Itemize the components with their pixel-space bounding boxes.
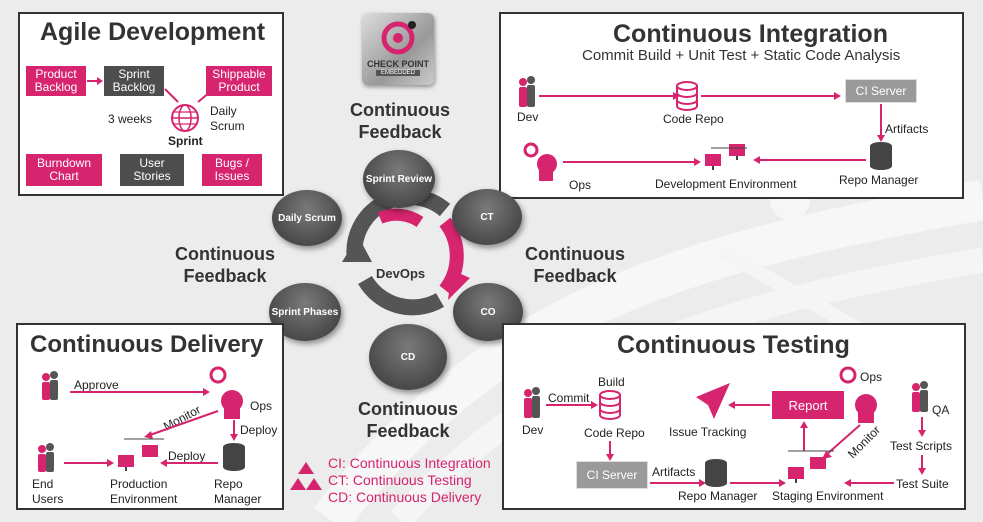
feedback-left: Continuous Feedback xyxy=(165,243,285,287)
ci-dev-people-icon xyxy=(519,76,535,107)
ci-server-box: CI Server xyxy=(845,79,917,103)
sprint-label: Sprint xyxy=(168,134,203,148)
oval-sprint-review: Sprint Review xyxy=(363,150,435,208)
agile-title: Agile Development xyxy=(40,18,266,46)
feedback-top-line1: Continuous xyxy=(350,100,450,120)
oval-cd: CD xyxy=(369,324,447,390)
ci-title: Continuous Integration xyxy=(613,20,888,48)
agile-development-panel: Agile Development Product Backlog Sprint… xyxy=(18,12,284,196)
legend-cd: CD: Continuous Delivery xyxy=(328,489,482,505)
recycle-icon xyxy=(290,462,322,490)
cd-deploy2-label: Deploy xyxy=(168,449,206,463)
ct-qa-label: QA xyxy=(932,403,950,417)
feedback-right: Continuous Feedback xyxy=(515,243,635,287)
checkpoint-logo-icon xyxy=(381,21,416,55)
ct-qa-people-icon xyxy=(912,381,928,412)
ct-code-repo-db-icon xyxy=(599,390,621,420)
legend-ci: CI: Continuous Integration xyxy=(328,455,491,471)
ci-dev-label: Dev xyxy=(517,110,539,124)
weeks-label: 3 weeks xyxy=(108,112,153,126)
ct-artifacts-label: Artifacts xyxy=(652,465,696,479)
cd-title: Continuous Delivery xyxy=(30,331,264,358)
cd-repo-manager-db-icon xyxy=(223,443,245,471)
cd-approve-label: Approve xyxy=(74,378,119,392)
daily-scrum-label: Daily Scrum xyxy=(210,104,245,133)
shippable-product-box: Shippable Product xyxy=(206,66,272,96)
user-stories-box: User Stories xyxy=(120,154,184,186)
oval-ct: CT xyxy=(452,189,522,245)
devops-label: DevOps xyxy=(376,266,426,281)
cd-prod-env-label: Production Environment xyxy=(110,477,178,506)
cd-approver-people-icon xyxy=(42,371,58,400)
agile-arrows xyxy=(87,77,213,103)
ct-commit-label: Commit xyxy=(548,391,590,405)
ct-report-box: Report xyxy=(772,391,844,419)
ct-issue-tracking-plane-icon xyxy=(696,383,730,419)
ct-code-repo-label: Code Repo xyxy=(584,426,645,440)
ct-staging-env-label: Staging Environment xyxy=(772,489,884,503)
continuous-integration-panel: Continuous Integration Commit Build + Un… xyxy=(499,12,964,199)
sprint-backlog-box: Sprint Backlog xyxy=(104,66,164,96)
ct-title: Continuous Testing xyxy=(617,331,850,359)
product-backlog-box: Product Backlog xyxy=(26,66,86,96)
ct-ci-server-box: CI Server xyxy=(576,461,648,489)
cd-diagram xyxy=(38,366,245,472)
feedback-bottom: Continuous Feedback xyxy=(348,398,468,442)
ct-dev-people-icon xyxy=(524,387,540,418)
feedback-left-line2: Feedback xyxy=(183,266,267,286)
cd-ops-head-icon xyxy=(209,366,243,419)
oval-daily-scrum: Daily Scrum xyxy=(272,190,342,246)
feedback-right-line2: Feedback xyxy=(533,266,617,286)
bugs-issues-box: Bugs / Issues xyxy=(202,154,262,186)
ci-dev-env-label: Development Environment xyxy=(655,177,797,191)
ci-artifacts-label: Artifacts xyxy=(885,122,929,136)
cd-end-users-label: End Users xyxy=(32,477,64,506)
logo-line2: EMBEDDED xyxy=(376,70,420,76)
ci-code-repo-label: Code Repo xyxy=(663,112,724,126)
ci-repo-manager-label: Repo Manager xyxy=(839,173,919,187)
feedback-bottom-line2: Feedback xyxy=(366,421,450,441)
sprint-globe-icon xyxy=(171,104,199,132)
ct-repo-manager-label: Repo Manager xyxy=(678,489,758,503)
checkpoint-logo: CHECK POINT EMBEDDED xyxy=(362,13,434,85)
ct-ops-head-icon xyxy=(839,366,877,423)
legend-ct: CT: Continuous Testing xyxy=(328,472,472,488)
ct-issue-tracking-label: Issue Tracking xyxy=(669,425,747,439)
cd-end-users-people-icon xyxy=(38,443,54,472)
ci-dev-env-monitors-icon xyxy=(705,144,747,170)
cd-repo-manager-label: Repo Manager xyxy=(214,477,262,506)
ct-staging-monitors-icon xyxy=(788,450,834,483)
ci-ops-head-icon xyxy=(523,142,557,181)
ct-build-label: Build xyxy=(598,375,625,389)
feedback-left-line1: Continuous xyxy=(175,244,275,264)
ct-ops-label: Ops xyxy=(860,370,883,384)
legend: CI: Continuous Integration CT: Continuou… xyxy=(328,455,491,506)
ci-subtitle: Commit Build + Unit Test + Static Code A… xyxy=(582,47,901,64)
feedback-right-line1: Continuous xyxy=(525,244,625,264)
feedback-top-line2: Feedback xyxy=(358,122,442,142)
ct-dev-label: Dev xyxy=(522,423,544,437)
ci-ops-label: Ops xyxy=(569,178,592,192)
ci-repo-manager-db-icon xyxy=(870,142,892,170)
cd-ops-label: Ops xyxy=(250,399,273,413)
cd-deploy1-label: Deploy xyxy=(240,423,278,437)
ct-diagram xyxy=(524,366,928,487)
continuous-testing-panel: Continuous Testing Build Commit Dev Code… xyxy=(502,323,966,510)
feedback-bottom-line1: Continuous xyxy=(358,399,458,419)
cd-prod-env-monitors-icon xyxy=(118,438,164,471)
ct-test-suite-label: Test Suite xyxy=(896,477,949,491)
feedback-top: Continuous Feedback xyxy=(340,99,460,143)
ci-code-repo-db-icon xyxy=(676,81,698,111)
burndown-chart-box: Burndown Chart xyxy=(26,154,102,186)
continuous-delivery-panel: Continuous Delivery Approve Ops Monitor … xyxy=(16,323,284,510)
ct-test-scripts-label: Test Scripts xyxy=(890,439,953,453)
ci-diagram xyxy=(519,76,892,181)
logo-line1: CHECK POINT xyxy=(366,59,429,69)
ct-repo-manager-db-icon xyxy=(705,459,727,487)
